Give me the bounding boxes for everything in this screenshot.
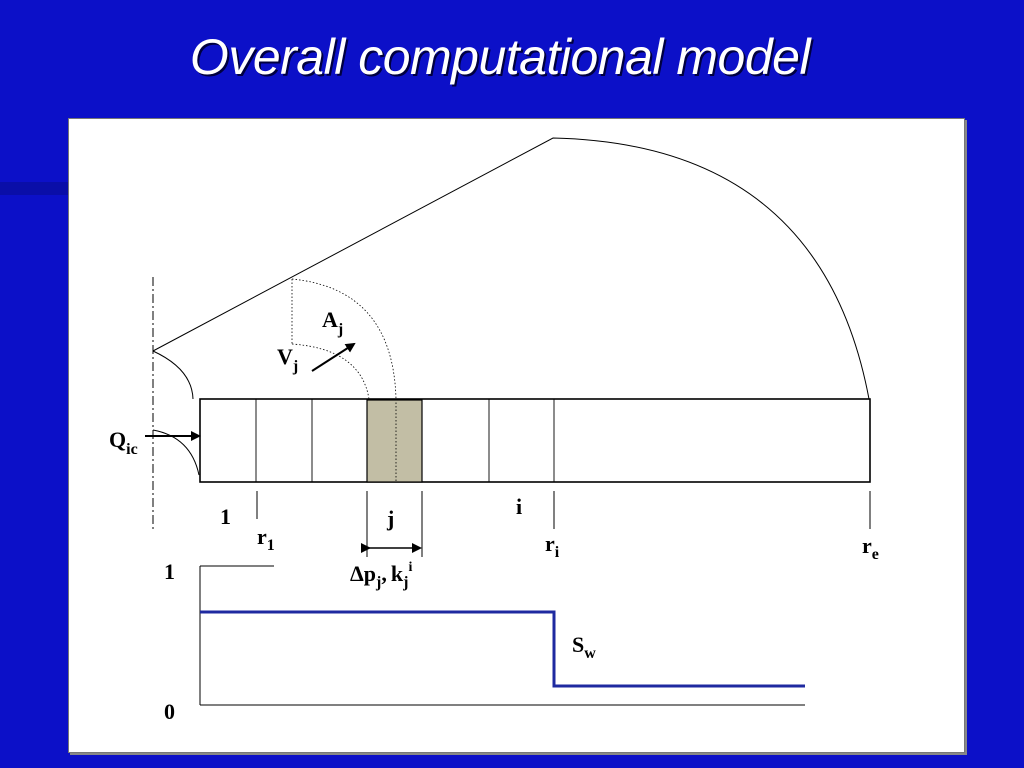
slide-title: Overall computational model [189, 29, 811, 85]
area-arc [291, 278, 397, 400]
water-saturation-curve [200, 610, 805, 688]
reservoir-fan-outline [152, 137, 870, 400]
highlighted-block-j [366, 399, 423, 483]
volume-arc [291, 343, 370, 400]
saturation-max-label: 1 [164, 559, 175, 584]
diagram-panel: Aj Vj Qic 1 r1 j i ri re Δpj,kji 1 0 Sw [68, 118, 965, 753]
flow-direction-arrow [311, 342, 356, 372]
first-block-label: 1 [220, 504, 231, 529]
wellbore-curve [152, 350, 194, 400]
wellbore-lower-curve [152, 429, 200, 476]
pressure-permeability-label: Δpj,kji [350, 560, 412, 591]
block-i-label: i [516, 494, 522, 519]
area-label: Aj [322, 307, 343, 338]
volume-label: Vj [277, 344, 298, 375]
computational-model-diagram: Aj Vj Qic 1 r1 j i ri re Δpj,kji 1 0 Sw [109, 137, 879, 724]
injection-rate-label: Qic [109, 427, 138, 458]
grid-block-strip [199, 398, 871, 483]
saturation-min-label: 0 [164, 699, 175, 724]
radius-re-label: re [862, 533, 879, 563]
radius-ri-label: ri [545, 531, 560, 561]
radius-r1-label: r1 [257, 524, 275, 554]
water-saturation-label: Sw [572, 632, 596, 662]
decorative-accent-bar [0, 182, 70, 195]
block-j-label: j [386, 506, 394, 531]
